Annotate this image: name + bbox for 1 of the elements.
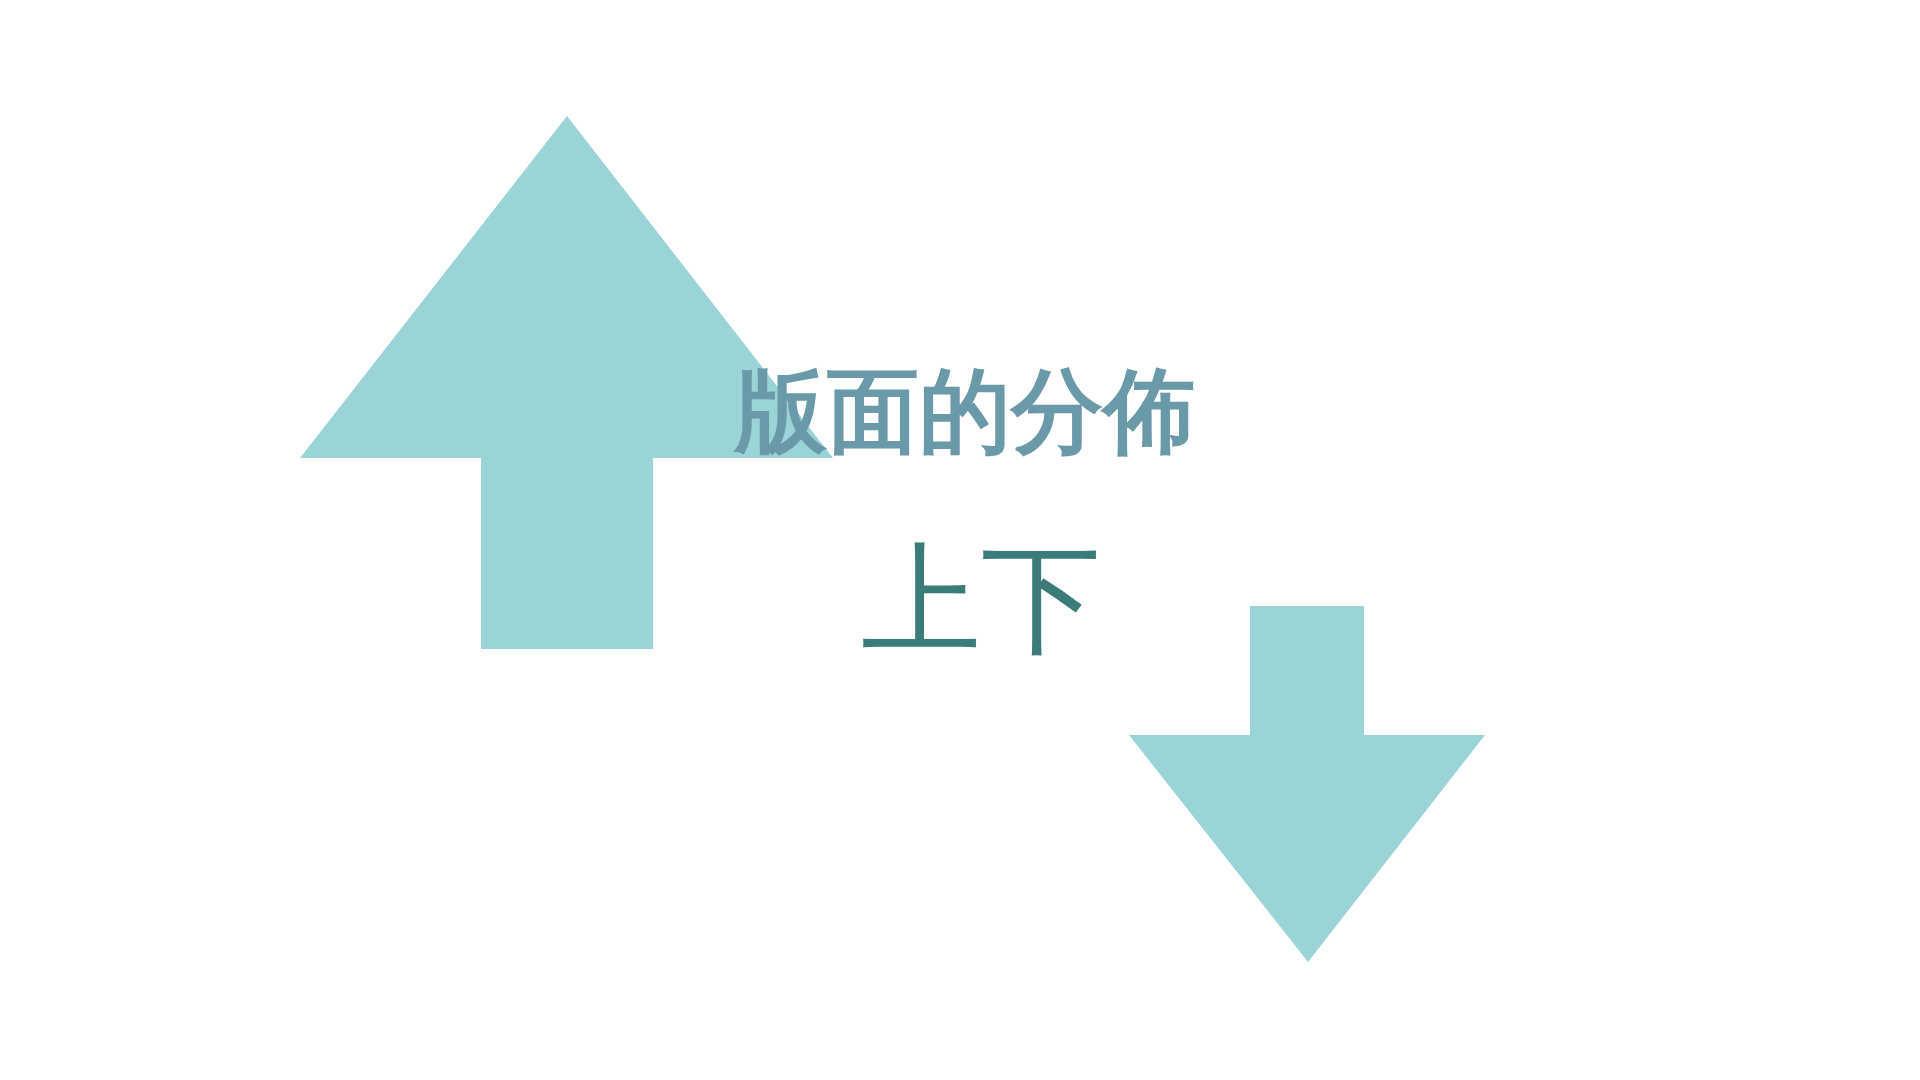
heading-label: 上下: [861, 540, 1101, 660]
